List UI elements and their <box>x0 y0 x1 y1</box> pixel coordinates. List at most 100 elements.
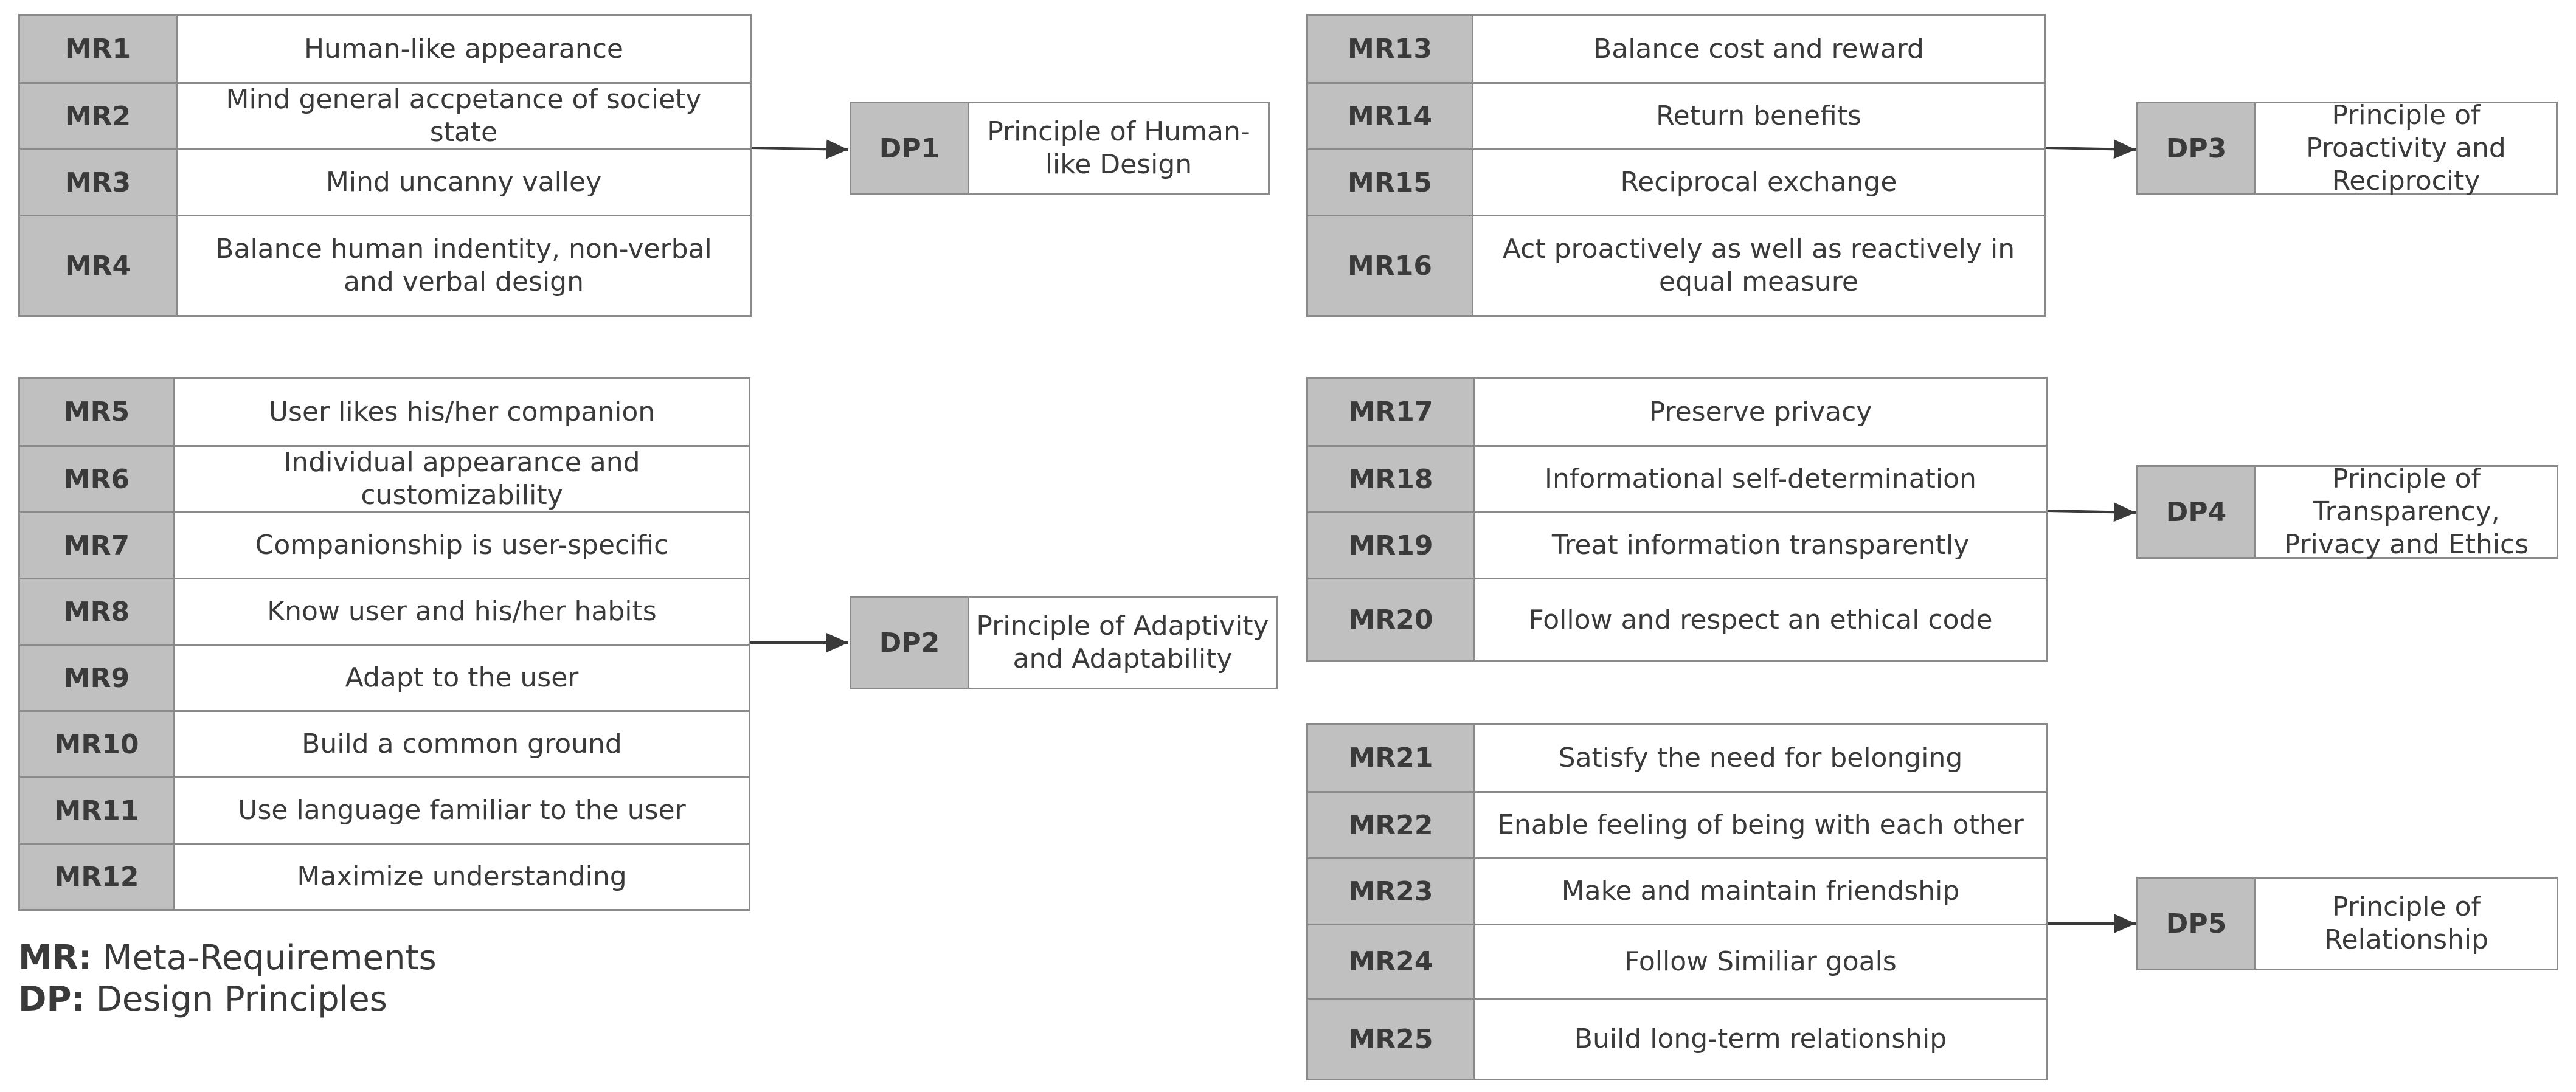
mr-row: MR10 Build a common ground <box>20 710 749 776</box>
mr-text: Use language familiar to the user <box>238 795 686 826</box>
mr-id: MR18 <box>1308 447 1475 511</box>
legend-dp: DP: Design Principles <box>18 979 437 1020</box>
mr-text: Follow Similiar goals <box>1624 945 1897 977</box>
mr-text: Follow and respect an ethical code <box>1528 604 1993 635</box>
dp-id: DP3 <box>2138 103 2256 193</box>
mr-id: MR23 <box>1308 859 1475 924</box>
dp-principle: Principle of Transparency, Privacy and E… <box>2283 463 2529 560</box>
mr-row: MR14 Return benefits <box>1308 82 2044 148</box>
legend-dp-label: Design Principles <box>95 980 387 1019</box>
mr-text: Mind uncanny valley <box>325 167 602 198</box>
mr-row: MR20 Follow and respect an ethical code <box>1308 578 2046 660</box>
mr-text: Build a common ground <box>302 728 622 759</box>
mr-row: MR3 Mind uncanny valley <box>20 148 750 215</box>
mr-row: MR22 Enable feeling of being with each o… <box>1308 791 2046 857</box>
mr-id: MR10 <box>20 712 175 776</box>
mr-id: MR14 <box>1308 84 1473 148</box>
dp-id: DP4 <box>2138 467 2256 557</box>
legend-mr-abbr: MR: <box>18 938 92 978</box>
mr-id: MR6 <box>20 447 175 511</box>
mr-row: MR5 User likes his/her companion <box>20 379 749 445</box>
mr-table-dp2: MR5 User likes his/her companion MR6 Ind… <box>18 377 750 911</box>
mr-row: MR23 Make and maintain friendship <box>1308 857 2046 924</box>
mr-id: MR11 <box>20 778 175 843</box>
mr-row: MR13 Balance cost and reward <box>1308 16 2044 82</box>
mr-text: Act proactively as well as reactively in… <box>1502 233 2015 297</box>
legend-dp-abbr: DP: <box>18 980 85 1019</box>
mr-text: Enable feeling of being with each other <box>1497 809 2024 840</box>
mr-text: Return benefits <box>1656 100 1861 131</box>
mr-text: Maximize understanding <box>297 861 627 892</box>
mr-text: Satisfy the need for belonging <box>1558 742 1963 773</box>
dp-box-dp4: DP4 Principle of Transparency, Privacy a… <box>2136 463 2558 560</box>
mr-id: MR13 <box>1308 16 1473 82</box>
mr-table-dp1: MR1 Human-like appearance MR2 Mind gener… <box>18 14 752 317</box>
mr-row: MR12 Maximize understanding <box>20 843 749 909</box>
mr-text: Companionship is user-specific <box>255 530 669 561</box>
mr-id: MR24 <box>1308 925 1475 998</box>
mr-table-dp3: MR13 Balance cost and reward MR14 Return… <box>1306 14 2046 317</box>
dp-box-dp3: DP3 Principle of Proactivity and Recipro… <box>2136 100 2558 196</box>
arrow-dp1 <box>751 139 849 159</box>
mr-id: MR22 <box>1308 793 1475 857</box>
mr-id: MR17 <box>1308 379 1475 445</box>
dp-box-dp1: DP1 Principle of Human-like Design <box>850 102 1270 195</box>
mr-text: Adapt to the user <box>345 662 579 693</box>
dp-principle: Principle of Relationship <box>2324 891 2489 955</box>
mr-text: Make and maintain friendship <box>1561 876 1960 907</box>
dp-principle: Principle of Proactivity and Reciprocity <box>2306 100 2506 196</box>
mr-id: MR25 <box>1308 1000 1475 1079</box>
mr-text: Balance cost and reward <box>1593 33 1924 64</box>
mr-row: MR7 Companionship is user-specific <box>20 511 749 578</box>
mr-id: MR7 <box>20 513 175 578</box>
mr-id: MR12 <box>20 845 175 909</box>
mr-text: Reciprocal exchange <box>1620 167 1897 198</box>
arrow-dp3 <box>2045 139 2136 159</box>
mr-table-dp5: MR21 Satisfy the need for belonging MR22… <box>1306 723 2048 1080</box>
mr-text: Treat information transparently <box>1551 530 1970 561</box>
mr-row: MR9 Adapt to the user <box>20 644 749 710</box>
mr-id: MR2 <box>20 84 178 148</box>
mr-row: MR8 Know user and his/her habits <box>20 578 749 644</box>
mr-id: MR20 <box>1308 579 1475 660</box>
mr-row: MR16 Act proactively as well as reactive… <box>1308 215 2044 315</box>
mr-row: MR15 Reciprocal exchange <box>1308 148 2044 215</box>
mr-table-dp4: MR17 Preserve privacy MR18 Informational… <box>1306 377 2048 662</box>
dp-principle: Principle of Human-like Design <box>987 116 1250 180</box>
mr-text: Know user and his/her habits <box>267 596 657 627</box>
mr-id: MR8 <box>20 579 175 644</box>
mr-text: Informational self-determination <box>1545 463 1976 494</box>
legend: MR: Meta-Requirements DP: Design Princip… <box>18 938 437 1020</box>
mr-row: MR24 Follow Similiar goals <box>1308 924 2046 998</box>
mr-row: MR2 Mind general accpetance of society s… <box>20 82 750 148</box>
mr-row: MR21 Satisfy the need for belonging <box>1308 725 2046 791</box>
dp-id: DP1 <box>851 103 969 193</box>
mr-text: Individual appearance and customizabilit… <box>283 447 640 511</box>
legend-mr: MR: Meta-Requirements <box>18 938 437 979</box>
mr-text: Preserve privacy <box>1649 396 1872 427</box>
mr-row: MR4 Balance human indentity, non-verbal … <box>20 215 750 315</box>
mr-id: MR19 <box>1308 513 1475 578</box>
legend-mr-label: Meta-Requirements <box>103 938 437 978</box>
dp-principle: Principle of Adaptivity and Adaptability <box>976 610 1269 674</box>
dp-box-dp5: DP5 Principle of Relationship <box>2136 877 2558 970</box>
mr-id: MR3 <box>20 150 178 215</box>
mr-id: MR5 <box>20 379 175 445</box>
mr-row: MR11 Use language familiar to the user <box>20 776 749 843</box>
mr-row: MR6 Individual appearance and customizab… <box>20 445 749 511</box>
mr-text: User likes his/her companion <box>268 396 656 427</box>
mr-text: Balance human indentity, non-verbal and … <box>215 233 712 297</box>
mr-row: MR1 Human-like appearance <box>20 16 750 82</box>
arrow-dp4 <box>2047 502 2136 522</box>
dp-id: DP5 <box>2138 879 2256 969</box>
mr-row: MR19 Treat information transparently <box>1308 511 2046 578</box>
mr-text: Human-like appearance <box>303 33 624 64</box>
mr-id: MR4 <box>20 216 178 315</box>
mr-id: MR9 <box>20 646 175 710</box>
mr-id: MR1 <box>20 16 178 82</box>
dp-id: DP2 <box>851 598 969 688</box>
mr-row: MR17 Preserve privacy <box>1308 379 2046 445</box>
mr-id: MR21 <box>1308 725 1475 791</box>
mr-id: MR15 <box>1308 150 1473 215</box>
dp-box-dp2: DP2 Principle of Adaptivity and Adaptabi… <box>850 596 1278 689</box>
